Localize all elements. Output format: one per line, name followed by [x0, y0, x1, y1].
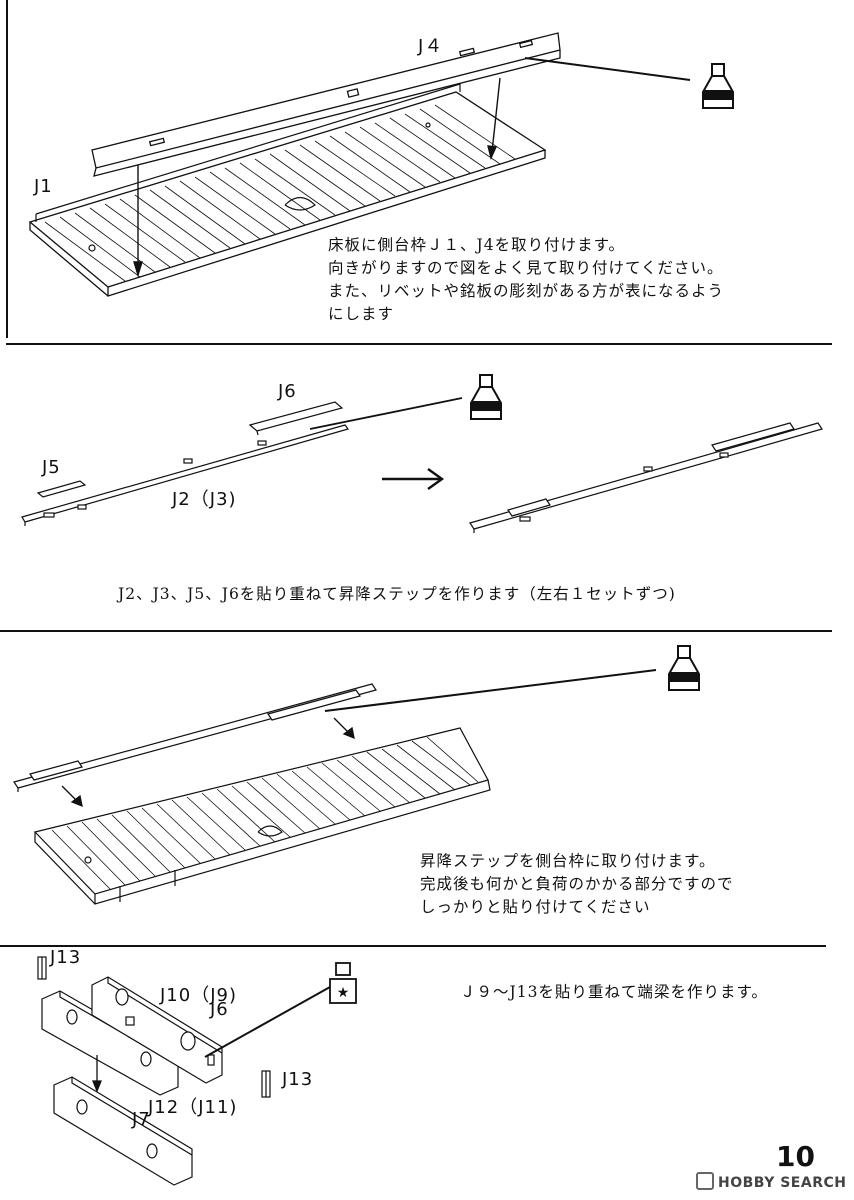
- watermark: HOBBY SEARCH: [696, 1172, 846, 1191]
- part-label-j2-j3: J2（J3): [172, 489, 237, 510]
- svg-text:★: ★: [337, 985, 350, 1001]
- step-3-instructions: 昇降ステップを側台枠に取り付けます。 完成後も何かと負荷のかかる部分ですので し…: [420, 850, 734, 919]
- instruction-line: 向きがりますので図をよく見て取り付けてください。: [328, 259, 724, 277]
- part-label-j10-j9: J10（J9): [160, 985, 237, 1006]
- part-label-j1: J1: [34, 176, 53, 197]
- step-2-instructions: J2、J3、J5、J6を貼り重ねて昇降ステップを作ります（左右１セットずつ): [118, 583, 676, 606]
- part-label-j7: J7: [132, 1109, 151, 1130]
- step-2-panel: J6 J5 J2（J3) J2、J3、J5、J6を貼り重ねて昇降ステップを作りま…: [0, 345, 854, 630]
- instruction-line: また、リベットや銘板の彫刻がある方が表になるよう: [328, 282, 725, 300]
- floor-frame-diagram: [28, 32, 691, 297]
- step-assembly-diagram: [21, 397, 823, 533]
- part-label-j6: J6: [210, 999, 229, 1020]
- watermark-text: HOBBY SEARCH: [718, 1175, 847, 1191]
- step-4-panel: J13 J10（J9) J6 J13 J12（J11) J7 ★ Ｊ９～J13を…: [0, 947, 854, 1200]
- instruction-line: しっかりと貼り付けてください: [420, 898, 651, 916]
- section-divider: [6, 343, 832, 345]
- part-label-j13: J13: [50, 947, 82, 968]
- instruction-line: Ｊ９～J13を貼り重ねて端梁を作ります。: [460, 983, 768, 1001]
- end-beam-diagram: [37, 956, 331, 1186]
- part-label-j6: J6: [278, 381, 297, 402]
- section-divider: [0, 945, 826, 947]
- hobby-search-logo-icon: [696, 1172, 714, 1190]
- step-4-instructions: Ｊ９～J13を貼り重ねて端梁を作ります。: [460, 981, 768, 1004]
- part-label-j12-j11: J12（J11): [148, 1097, 238, 1118]
- section-divider: [0, 630, 832, 632]
- left-margin-rule: [6, 0, 8, 338]
- step-3-panel: 昇降ステップを側台枠に取り付けます。 完成後も何かと負荷のかかる部分ですので し…: [0, 632, 854, 945]
- part-label-j4: J４: [418, 36, 444, 57]
- instruction-line: にします: [328, 305, 395, 323]
- part-label-j13: J13: [282, 1069, 314, 1090]
- part-label-j5: J5: [42, 457, 61, 478]
- page-number: 10: [776, 1140, 815, 1173]
- instruction-line: 完成後も何かと負荷のかかる部分ですので: [420, 875, 734, 893]
- instruction-line: 床板に側台枠Ｊ１、J4を取り付けます。: [328, 236, 626, 254]
- instruction-line: 昇降ステップを側台枠に取り付けます。: [420, 852, 716, 870]
- step-mount-diagram: [13, 669, 657, 905]
- step-1-instructions: 床板に側台枠Ｊ１、J4を取り付けます。 向きがりますので図をよく見て取り付けてく…: [328, 234, 724, 326]
- step-1-panel: J４ J1 床板に側台枠Ｊ１、J4を取り付けます。 向きがりますので図をよく見て…: [0, 0, 854, 343]
- instruction-line: J2、J3、J5、J6を貼り重ねて昇降ステップを作ります（左右１セットずつ): [118, 585, 676, 603]
